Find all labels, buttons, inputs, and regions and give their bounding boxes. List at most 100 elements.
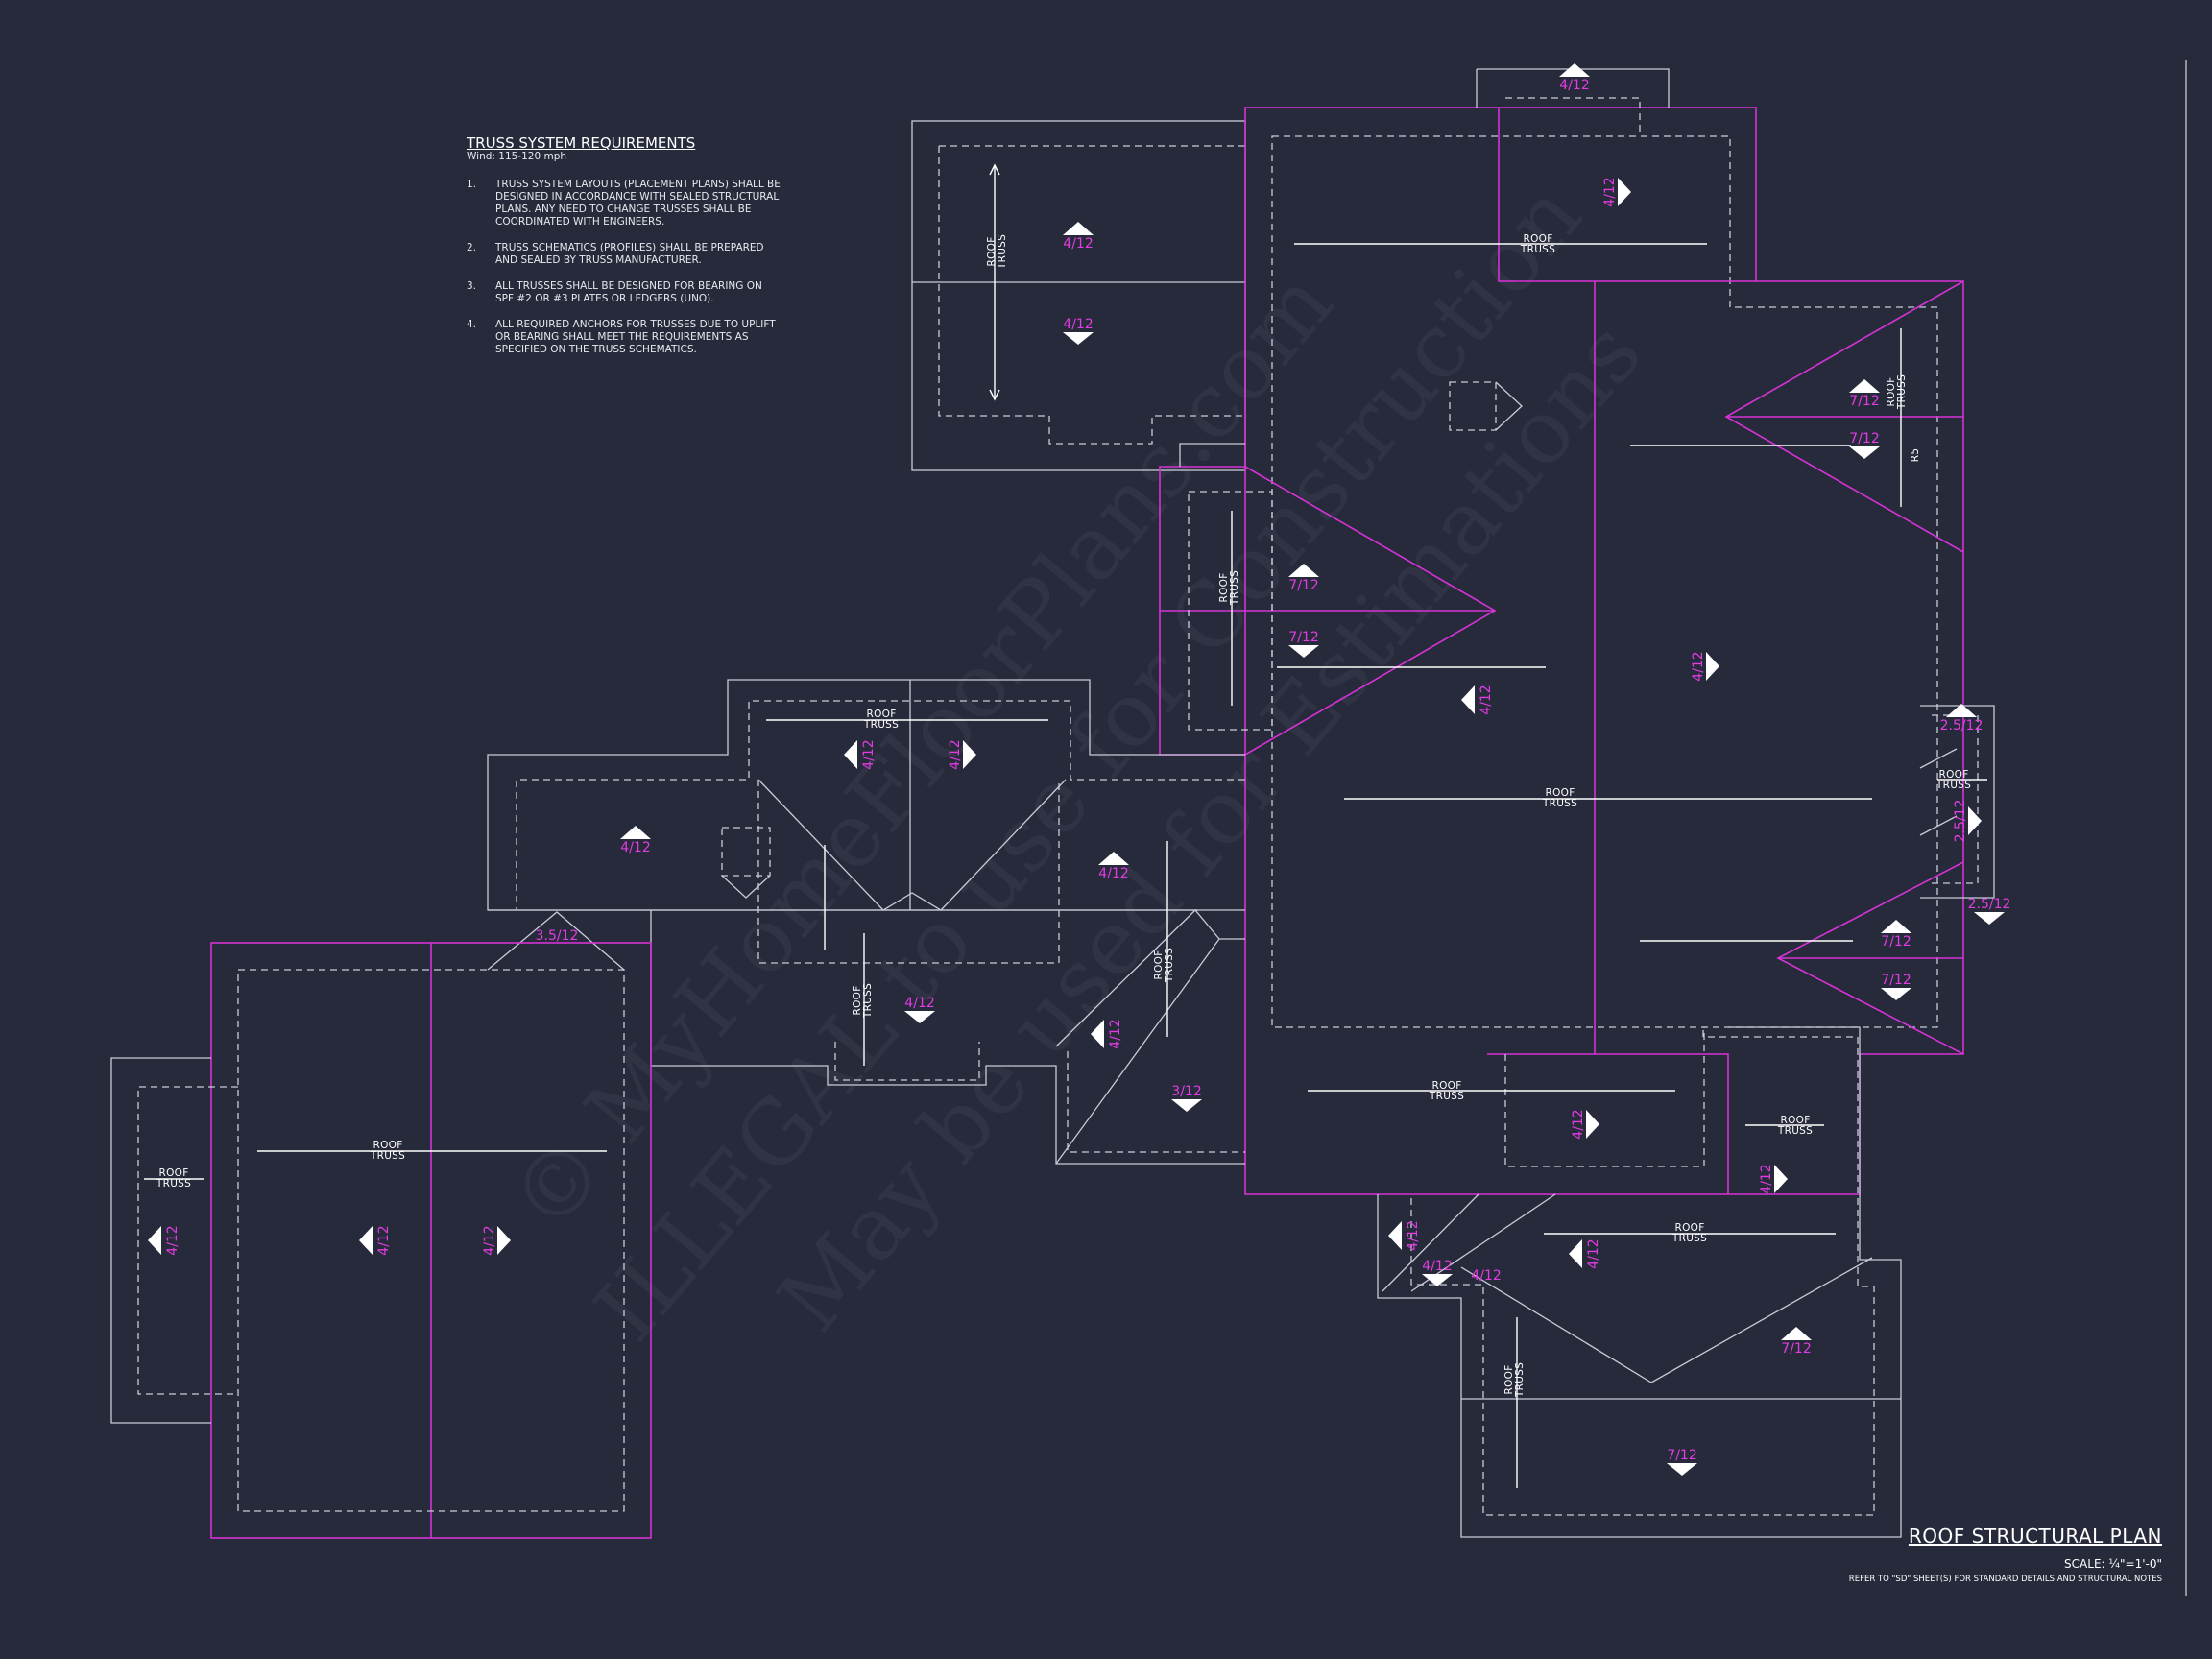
pitch-label: 4/12 bbox=[1471, 1268, 1501, 1284]
svg-text:ROOF: ROOF bbox=[1503, 1364, 1515, 1394]
svg-text:4/12: 4/12 bbox=[376, 1225, 392, 1255]
svg-text:ROOF: ROOF bbox=[1523, 233, 1552, 245]
svg-text:TRUSS: TRUSS bbox=[1936, 780, 1971, 791]
pitch-markers: 4/12 4/12 4/12 7/12 7/12 7/12 7/12 4/12 … bbox=[620, 63, 1983, 1357]
pitch-marker-up: 2.5/12 bbox=[1940, 704, 1983, 733]
svg-text:7/12: 7/12 bbox=[1667, 1448, 1696, 1463]
pitch-marker-up: 4/12 bbox=[1098, 852, 1129, 881]
svg-text:4/12: 4/12 bbox=[948, 739, 963, 769]
svg-text:TRUSS: TRUSS bbox=[1542, 798, 1577, 809]
pitch-marker-up: 4/12 bbox=[1559, 63, 1590, 93]
svg-text:3/12: 3/12 bbox=[1171, 1084, 1201, 1099]
svg-text:4/12: 4/12 bbox=[1559, 78, 1589, 93]
pitch-marker-up: 7/12 bbox=[1781, 1327, 1812, 1357]
svg-text:ROOF: ROOF bbox=[1545, 787, 1575, 799]
pitch-marker-left: 4/12 bbox=[359, 1225, 392, 1256]
svg-text:4/12: 4/12 bbox=[620, 840, 650, 855]
svg-text:TRUSS: TRUSS bbox=[862, 983, 874, 1019]
svg-text:ROOF: ROOF bbox=[158, 1167, 188, 1179]
pitch-marker-up: 7/12 bbox=[1849, 379, 1880, 409]
title-block: ROOF STRUCTURAL PLAN SCALE: ¼"=1'-0" REF… bbox=[1849, 1525, 2162, 1584]
svg-text:TRUSS: TRUSS bbox=[1777, 1125, 1813, 1137]
svg-text:TRUSS: TRUSS bbox=[1896, 374, 1908, 410]
note-item: 4.ALL REQUIRED ANCHORS FOR TRUSSES DUE T… bbox=[467, 319, 776, 355]
svg-text:7/12: 7/12 bbox=[1781, 1341, 1811, 1357]
pitch-marker-up: 4/12 bbox=[620, 826, 651, 855]
svg-text:3.5/12: 3.5/12 bbox=[536, 928, 579, 944]
svg-text:4/12: 4/12 bbox=[1759, 1164, 1774, 1193]
svg-text:7/12: 7/12 bbox=[1849, 394, 1879, 409]
reference-note: REFER TO "SD" SHEET(S) FOR STANDARD DETA… bbox=[1848, 1575, 2162, 1584]
svg-text:ROOF: ROOF bbox=[1431, 1080, 1461, 1092]
svg-text:4/12: 4/12 bbox=[1571, 1109, 1586, 1139]
svg-text:ROOF: ROOF bbox=[1218, 572, 1230, 602]
svg-text:4/12: 4/12 bbox=[1108, 1019, 1123, 1048]
svg-text:TRUSS: TRUSS bbox=[997, 234, 1008, 270]
svg-text:4/12: 4/12 bbox=[482, 1225, 497, 1255]
notes-list: 1.TRUSS SYSTEM LAYOUTS (PLACEMENT PLANS)… bbox=[467, 179, 783, 356]
pitch-marker-down: 7/12 bbox=[1849, 431, 1880, 459]
pitch-markers-down: 4/12 4/12 7/12 7/12 7/12 7/12 3/12 4/12 … bbox=[536, 317, 2011, 1476]
svg-text:4/12: 4/12 bbox=[165, 1225, 180, 1255]
pitch-marker-down: 7/12 bbox=[1288, 630, 1319, 658]
main-roof bbox=[1159, 68, 1995, 1195]
svg-text:7/12: 7/12 bbox=[1881, 973, 1911, 988]
svg-text:4/12: 4/12 bbox=[1471, 1268, 1501, 1284]
pitch-marker-down: 3/12 bbox=[1171, 1084, 1202, 1112]
drawing-title: ROOF STRUCTURAL PLAN bbox=[1908, 1525, 2162, 1548]
svg-text:ROOF: ROOF bbox=[986, 236, 998, 266]
svg-text:TRUSS: TRUSS bbox=[1229, 570, 1240, 606]
middle-roof bbox=[487, 679, 1245, 1165]
svg-text:TRUSS: TRUSS bbox=[1671, 1233, 1707, 1244]
pitch-marker-right: 4/12 bbox=[1691, 651, 1719, 682]
pitch-marker-down: 2.5/12 bbox=[1968, 897, 2011, 925]
left-roof bbox=[110, 942, 652, 1539]
upper-left-roof bbox=[911, 120, 1246, 471]
svg-text:2.5/12: 2.5/12 bbox=[1968, 897, 2011, 912]
pitch-marker-right: 4/12 bbox=[1571, 1109, 1599, 1140]
svg-text:4/12: 4/12 bbox=[1479, 685, 1494, 714]
pitch-marker-up: 7/12 bbox=[1288, 564, 1319, 593]
svg-text:TRUSS: TRUSS bbox=[1164, 948, 1175, 983]
svg-text:TRUSS: TRUSS bbox=[1520, 244, 1555, 255]
svg-text:TRUSS: TRUSS bbox=[156, 1178, 191, 1190]
svg-text:R5: R5 bbox=[1910, 448, 1921, 463]
side-label-r5: R5 bbox=[1910, 448, 1921, 463]
svg-text:TRUSS: TRUSS bbox=[1514, 1362, 1526, 1398]
pitch-marker-right: 4/12 bbox=[948, 739, 976, 770]
pitch-marker-right: 4/12 bbox=[1602, 177, 1631, 207]
svg-text:ROOF: ROOF bbox=[1780, 1115, 1810, 1126]
svg-text:ROOF: ROOF bbox=[1153, 950, 1165, 979]
svg-text:TRUSS: TRUSS bbox=[1429, 1091, 1464, 1102]
pitch-marker-down: 7/12 bbox=[1881, 973, 1911, 1000]
svg-text:4/12: 4/12 bbox=[1602, 177, 1618, 206]
pitch-marker-left: 4/12 bbox=[1569, 1238, 1601, 1269]
pitch-marker-left: 4/12 bbox=[1091, 1019, 1123, 1049]
lower-right-roof bbox=[1377, 1026, 1902, 1538]
truss-requirements-notes: TRUSS SYSTEM REQUIREMENTS Wind: 115-120 … bbox=[467, 134, 783, 370]
svg-text:2.5/12: 2.5/12 bbox=[1953, 800, 1968, 843]
svg-text:TRUSS: TRUSS bbox=[863, 719, 899, 731]
svg-text:ROOF: ROOF bbox=[1886, 376, 1897, 406]
pitch-marker-up: 4/12 bbox=[1063, 222, 1094, 252]
svg-text:4/12: 4/12 bbox=[1422, 1259, 1452, 1274]
pitch-label: 3.5/12 bbox=[536, 928, 579, 944]
note-item: 2.TRUSS SCHEMATICS (PROFILES) SHALL BE P… bbox=[467, 242, 764, 266]
notes-heading: TRUSS SYSTEM REQUIREMENTS bbox=[467, 134, 696, 152]
pitch-marker-down: 4/12 bbox=[1422, 1259, 1453, 1286]
pitch-marker-down: 4/12 bbox=[904, 996, 935, 1023]
pitch-marker-right: 4/12 bbox=[482, 1225, 511, 1256]
